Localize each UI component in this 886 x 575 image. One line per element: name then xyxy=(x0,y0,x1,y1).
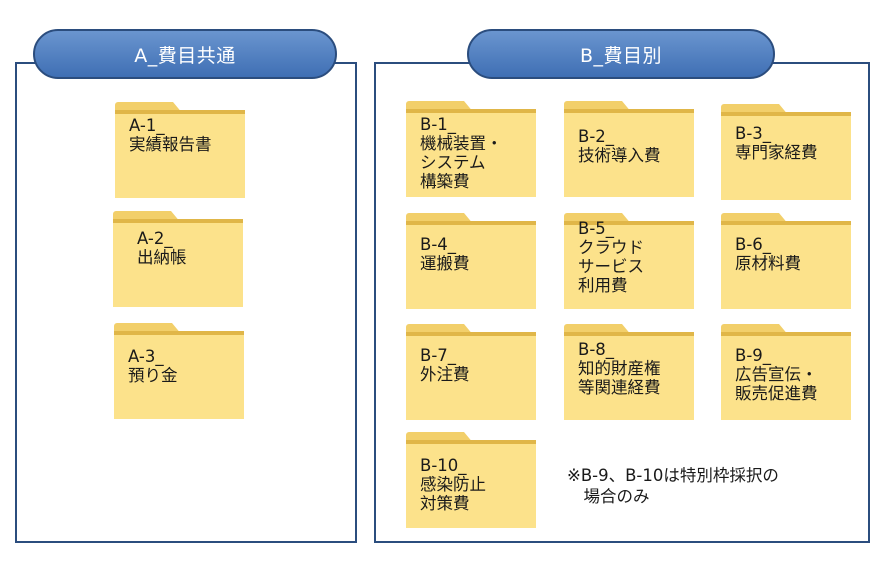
folder-label: B-3_ 専門家経費 xyxy=(735,124,818,162)
folder-b-3[interactable]: B-3_ 専門家経費 xyxy=(721,104,851,200)
folder-b-10[interactable]: B-10_ 感染防止 対策費 xyxy=(406,432,536,528)
folder-label: B-2_ 技術導入費 xyxy=(578,127,661,165)
folder-label: A-3_ 預り金 xyxy=(128,347,178,385)
folder-label: B-10_ 感染防止 対策費 xyxy=(420,456,486,513)
folder-a-2[interactable]: A-2_ 出納帳 xyxy=(113,211,243,307)
folder-a-1[interactable]: A-1_ 実績報告書 xyxy=(115,102,245,198)
folder-b-7[interactable]: B-7_ 外注費 xyxy=(406,324,536,420)
folder-label: B-7_ 外注費 xyxy=(420,346,470,384)
folder-label: B-1_ 機械装置・ システム 構築費 xyxy=(420,115,503,191)
folder-b-4[interactable]: B-4_ 運搬費 xyxy=(406,213,536,309)
folder-b-5[interactable]: B-5_ クラウド サービス 利用費 xyxy=(564,213,694,309)
folder-label: B-8_ 知的財産権 等関連経費 xyxy=(578,340,661,397)
folder-label: B-6_ 原材料費 xyxy=(735,235,801,273)
folder-label: A-1_ 実績報告書 xyxy=(129,116,212,154)
section-b-title: B_費目別 xyxy=(467,29,775,79)
folder-label: B-5_ クラウド サービス 利用費 xyxy=(578,219,644,295)
section-a-title: A_費目共通 xyxy=(33,29,337,79)
folder-label: A-2_ 出納帳 xyxy=(137,229,187,267)
folder-b-2[interactable]: B-2_ 技術導入費 xyxy=(564,101,694,197)
folder-b-1[interactable]: B-1_ 機械装置・ システム 構築費 xyxy=(406,101,536,197)
folder-a-3[interactable]: A-3_ 預り金 xyxy=(114,323,244,419)
footnote: ※B-9、B-10は特別枠採択の 場合のみ xyxy=(567,466,779,506)
folder-label: B-4_ 運搬費 xyxy=(420,235,470,273)
folder-b-6[interactable]: B-6_ 原材料費 xyxy=(721,213,851,309)
folder-b-8[interactable]: B-8_ 知的財産権 等関連経費 xyxy=(564,324,694,420)
folder-b-9[interactable]: B-9_ 広告宣伝・ 販売促進費 xyxy=(721,324,851,420)
folder-label: B-9_ 広告宣伝・ 販売促進費 xyxy=(735,346,818,403)
